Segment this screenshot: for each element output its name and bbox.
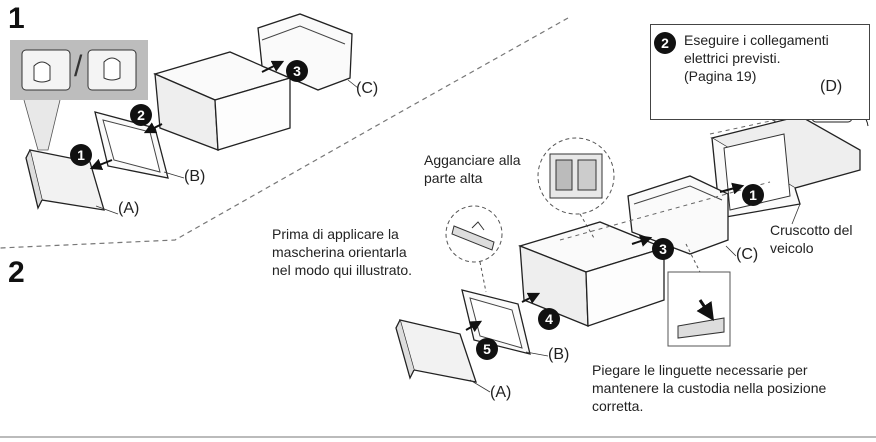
marker-1: 1 [70,144,92,166]
tabs-note-line-1: Piegare le linguette necessarie per [592,362,808,378]
label-b-2: (B) [548,346,570,363]
release-button-panel [10,40,148,151]
faceplate-a-1 [25,149,105,211]
wire-path [709,111,813,135]
marker-3: 3 [286,60,308,82]
arrow-s2-3 [631,235,653,247]
marker-2: 2 [130,104,152,126]
label-b-1: (B) [184,168,206,185]
arrow-s2-1 [719,182,745,195]
step-number-2: 2 [8,256,25,289]
callout-line-2: elettrici previsti. [684,50,781,66]
separator-slash: / [74,50,83,83]
label-c-2: (C) [736,246,759,263]
label-d: (D) [820,78,843,95]
hook-note-line-2: parte alta [424,170,483,186]
tabs-note-line-2: mantenere la custodia nella posizione [592,380,827,396]
dashboard-note-line-1: Cruscotto del [770,222,853,238]
marker-s2-3: 3 [652,238,674,260]
step-number-1: 1 [8,2,25,35]
trim-ring-b-2 [461,289,531,355]
callout-line-3: (Pagina 19) [684,68,757,84]
tab-detail-box [667,243,731,347]
arrow-3 [261,60,285,73]
marker-s2-4: 4 [538,308,560,330]
housing-2 [518,221,666,327]
callout-marker-2: 2 [654,32,676,54]
hook-note-line-1: Agganciare alla [424,152,521,168]
panel-note-line-1: Prima di applicare la [272,226,399,242]
label-c-1: (C) [356,80,379,97]
arrow-s2-4 [521,292,541,304]
arrow-1 [89,158,113,171]
panel-note-line-2: mascherina orientarla [272,244,407,260]
section-divider [0,17,569,249]
label-a-2: (A) [490,384,512,401]
arrow-2 [143,122,163,134]
rear-detail-circle [537,137,615,239]
hook-detail-circle [445,205,503,293]
label-a-1: (A) [118,200,140,217]
marker-s2-1: 1 [742,184,764,206]
faceplate-a-2 [395,319,477,383]
tabs-note-line-3: corretta. [592,398,644,414]
dashboard-note-line-2: veicolo [770,240,814,256]
arrow-s2-5 [465,320,483,332]
sleeve-c-2 [627,175,729,255]
marker-s2-5: 5 [476,338,498,360]
panel-note-line-3: nel modo qui illustrato. [272,262,413,278]
housing-1 [153,51,292,151]
callout-line-1: Eseguire i collegamenti [684,32,829,48]
dashboard [710,115,861,219]
connections-callout [650,24,870,120]
